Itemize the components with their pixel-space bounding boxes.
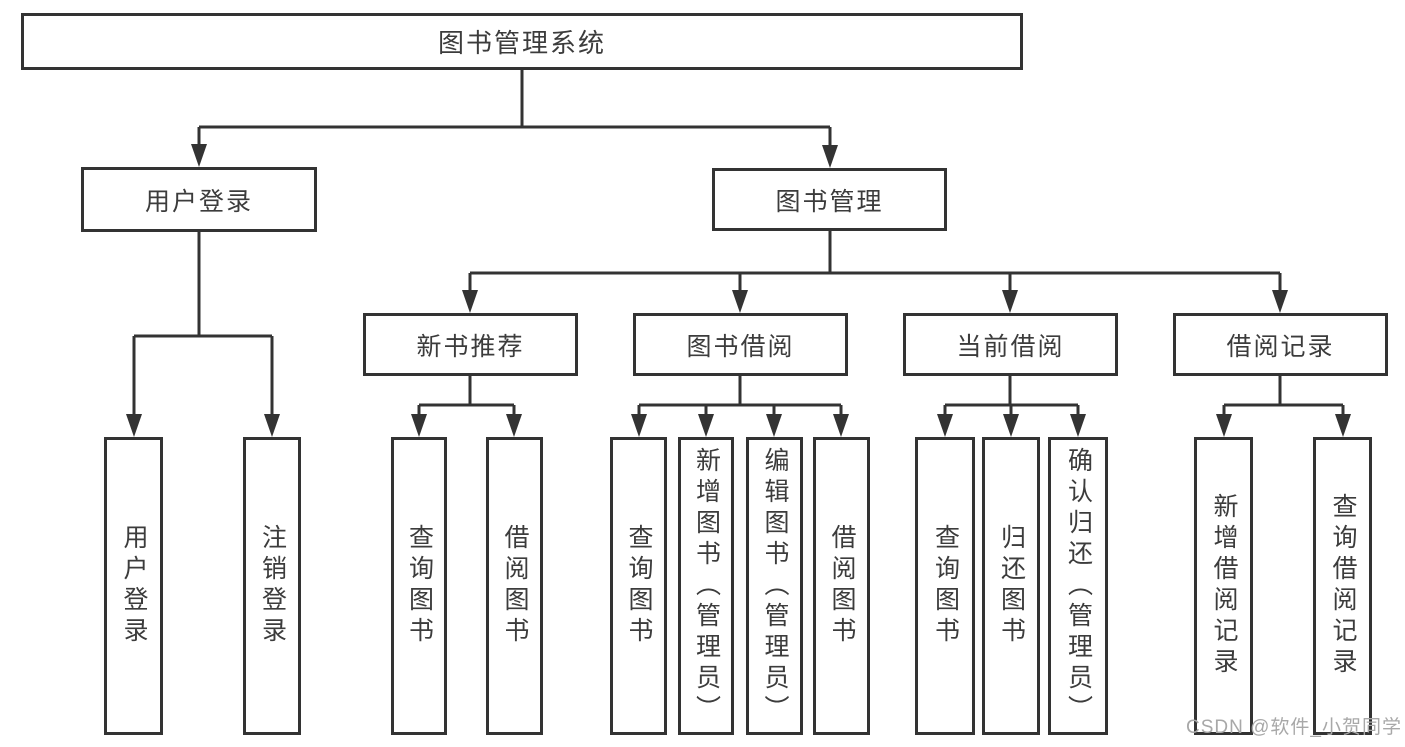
node-label: 新增借阅记录 xyxy=(1210,493,1238,679)
node-label: 查询借阅记录 xyxy=(1329,493,1357,679)
node-borrow-books-recommend: 借阅图书 xyxy=(486,437,543,735)
node-label: 图书借阅 xyxy=(686,332,795,361)
node-query-books-recommend: 查询图书 xyxy=(391,437,447,735)
node-query-books-borrowing: 查询图书 xyxy=(610,437,667,735)
node-add-books-admin: 新增图书（管理员） xyxy=(678,437,734,735)
csdn-watermark: CSDN @软件_小贺同学 xyxy=(1186,717,1402,738)
node-query-books-current: 查询图书 xyxy=(915,437,975,735)
node-new-book-recommendation: 新书推荐 xyxy=(363,313,578,376)
node-label: 确认归还（管理员） xyxy=(1064,446,1093,726)
node-label: 新书推荐 xyxy=(416,332,525,361)
node-label: 新增图书（管理员） xyxy=(692,446,721,726)
node-label: 借阅图书 xyxy=(828,524,856,648)
node-user-login-action: 用户登录 xyxy=(104,437,163,735)
node-current-borrowing: 当前借阅 xyxy=(903,313,1118,376)
node-borrowing-records: 借阅记录 xyxy=(1173,313,1388,376)
node-label: 图书管理 xyxy=(775,187,884,216)
node-label: 查询图书 xyxy=(931,524,960,648)
node-label: 用户登录 xyxy=(144,187,253,216)
node-book-borrowing: 图书借阅 xyxy=(633,313,848,376)
node-confirm-return-admin: 确认归还（管理员） xyxy=(1048,437,1108,735)
node-label: 用户登录 xyxy=(120,524,148,648)
node-book-management: 图书管理 xyxy=(712,168,947,231)
node-borrow-books: 借阅图书 xyxy=(813,437,870,735)
node-label: 借阅记录 xyxy=(1226,332,1335,361)
node-add-borrow-record: 新增借阅记录 xyxy=(1194,437,1253,735)
node-label: 查询图书 xyxy=(625,524,653,648)
node-label: 编辑图书（管理员） xyxy=(761,446,789,726)
node-user-login: 用户登录 xyxy=(81,167,317,232)
node-book-management-system: 图书管理系统 xyxy=(21,13,1023,70)
node-logout: 注销登录 xyxy=(243,437,301,735)
node-label: 查询图书 xyxy=(405,524,434,648)
node-label: 注销登录 xyxy=(258,524,287,648)
connector-paths xyxy=(132,70,1345,416)
node-label: 借阅图书 xyxy=(501,524,529,648)
node-label: 图书管理系统 xyxy=(437,28,606,58)
node-label: 当前借阅 xyxy=(956,332,1065,361)
node-edit-books-admin: 编辑图书（管理员） xyxy=(746,437,803,735)
arrowheads xyxy=(126,144,1351,437)
node-return-books: 归还图书 xyxy=(982,437,1040,735)
node-label: 归还图书 xyxy=(997,524,1026,648)
node-query-borrow-record: 查询借阅记录 xyxy=(1313,437,1372,735)
